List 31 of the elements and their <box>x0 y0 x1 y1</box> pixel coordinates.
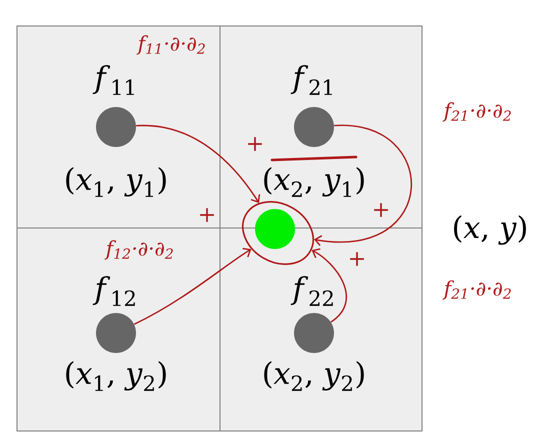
point-marker <box>294 107 334 147</box>
arrow <box>136 125 260 203</box>
function-label: f$_{21}$ <box>290 65 332 95</box>
function-label: f$_{22}$ <box>290 276 333 306</box>
grid-cell <box>16 228 220 432</box>
coordinate-label: (x$_{1}$, y$_{2}$) <box>66 361 166 391</box>
handwritten-note: f$_{11}$·∂·∂$_{2}$ <box>136 35 205 55</box>
coordinate-label: (x$_{1}$, y$_{1}$) <box>66 167 166 197</box>
grid-cell <box>220 26 422 228</box>
arrow <box>134 248 252 325</box>
function-label: f$_{11}$ <box>92 65 134 95</box>
point-marker <box>255 209 295 249</box>
arrow <box>312 248 348 323</box>
coordinate-label: (x$_{2}$, y$_{1}$) <box>264 167 364 197</box>
handwritten-note: f$_{21}$·∂·∂$_{2}$ <box>442 102 511 122</box>
handwritten-note: f$_{12}$·∂·∂$_{2}$ <box>104 240 173 260</box>
point-marker <box>294 313 334 353</box>
function-label: f$_{12}$ <box>92 276 135 306</box>
ellipse-outline <box>242 201 314 265</box>
coordinate-label: (x, y) <box>454 215 526 245</box>
point-marker <box>96 313 136 353</box>
grid-cell <box>16 26 220 228</box>
coordinate-label: (x$_{2}$, y$_{2}$) <box>264 361 364 391</box>
point-marker <box>96 107 136 147</box>
arrow <box>314 124 412 246</box>
plus-sign: + <box>200 208 214 222</box>
handwritten-note: f$_{21}$·∂·∂$_{2}$ <box>442 280 511 300</box>
plus-sign: + <box>350 252 364 266</box>
plus-sign: + <box>374 203 388 217</box>
plus-sign: + <box>248 137 262 151</box>
grid-cell <box>220 228 422 432</box>
